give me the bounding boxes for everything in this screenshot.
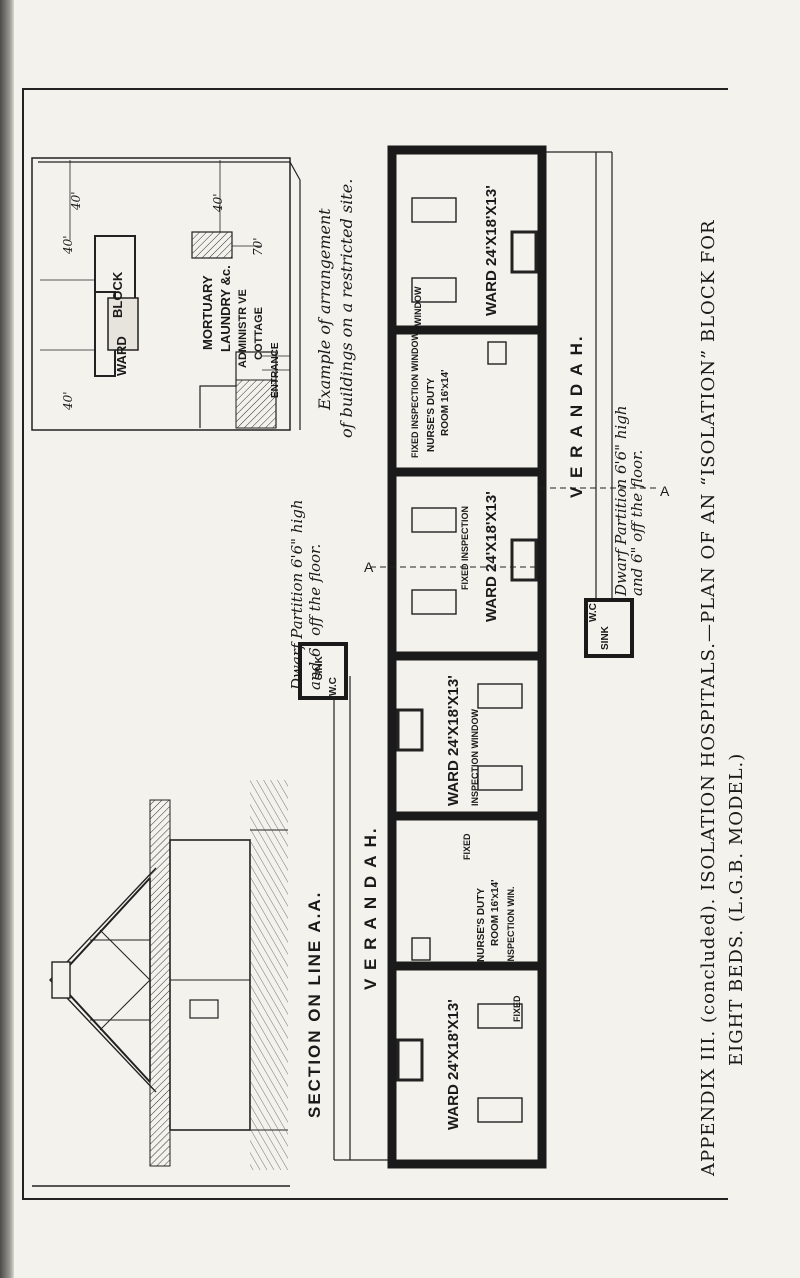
- site-dim-40-top: 40': [69, 191, 83, 211]
- site-caption-line2: of buildings on a restricted site.: [337, 179, 356, 438]
- site-plan: BLOCK WARD MORTUARY LAUNDRY &c. ADMINIST…: [31, 157, 356, 438]
- ward-label-1: WARD 24'X18'X13': [483, 185, 500, 316]
- sink-label-upper: SINK: [600, 625, 611, 650]
- site-dim-40-bottom: 40': [61, 391, 75, 411]
- ward-label-3: WARD 24'X18'X13': [445, 675, 462, 806]
- nurses-duty-label-lower: NURSE'S DUTY: [476, 888, 487, 962]
- section-title: SECTION ON LINE A.A.: [305, 891, 324, 1118]
- section-line-a-right: A: [660, 483, 670, 499]
- verandah-lower-label: V E R A N D A H.: [361, 826, 380, 990]
- site-dim-40-left: 40': [61, 235, 75, 255]
- fixed-inspection-window-label: FIXED INSPECTION WINDOW: [410, 331, 420, 458]
- partition-note-upper-2: and 6" off the floor.: [628, 450, 646, 596]
- site-mortuary-label: MORTUARY: [200, 275, 215, 350]
- section-elevation: SECTION ON LINE A.A.: [32, 780, 324, 1187]
- caption-line-2: EIGHT BEDS. (L.G.B. MODEL.): [726, 753, 747, 1066]
- site-ward-label: WARD: [114, 336, 129, 376]
- section-line-a-left: A: [364, 559, 374, 575]
- verandah-upper-label: V E R A N D A H.: [567, 334, 586, 498]
- ward-label-2: WARD 24'X18'X13': [483, 491, 500, 622]
- ward-label-4: WARD 24'X18'X13': [445, 999, 462, 1130]
- fixed-label-1: FIXED: [462, 833, 472, 860]
- site-dim-70: 70': [251, 237, 265, 256]
- partition-note-upper-1: Dwarf Partition 6'6" high: [612, 405, 630, 597]
- book-spine: [0, 0, 14, 1278]
- site-entrance-label: ENTRANCE: [270, 342, 281, 398]
- wc-label-upper: W.C: [588, 603, 599, 622]
- site-cottage-label: COTTAGE: [253, 307, 265, 360]
- caption-line-1: APPENDIX III. (concluded). ISOLATION HOS…: [698, 219, 719, 1177]
- room-size-label-lower: ROOM 16'x14': [490, 880, 501, 946]
- site-block-label: BLOCK: [110, 271, 125, 318]
- site-caption-line1: Example of arrangement: [315, 208, 334, 411]
- window-label: WINDOW: [413, 286, 423, 326]
- room-size-label-upper: ROOM 16'x14': [440, 370, 451, 436]
- site-dim-40-right: 40': [211, 193, 225, 213]
- wc-label-lower: W.C: [328, 677, 339, 696]
- inspection-win-label: INSPECTION WIN.: [506, 886, 516, 964]
- partition-note-lower-2: and 6" off the floor.: [306, 544, 324, 690]
- fixed-label-2: FIXED: [512, 995, 522, 1022]
- inspection-window-label: INSPECTION WINDOW: [470, 708, 480, 806]
- site-administrative-label: ADMINISTR VE: [237, 289, 249, 368]
- floor-plan: V E R A N D A H. V E R A N D A H. WARD 2…: [288, 145, 670, 1169]
- nurses-duty-label-upper: NURSE'S DUTY: [426, 378, 437, 452]
- sink-label-lower: SINK: [314, 655, 325, 680]
- site-laundry-label: LAUNDRY &c.: [218, 265, 233, 352]
- plate-frame: [22, 88, 728, 1200]
- site-mortuary-hatch: [191, 231, 233, 259]
- partition-note-lower-1: Dwarf Partition 6'6" high: [288, 499, 306, 691]
- fixed-inspection-label: FIXED INSPECTION: [460, 506, 470, 590]
